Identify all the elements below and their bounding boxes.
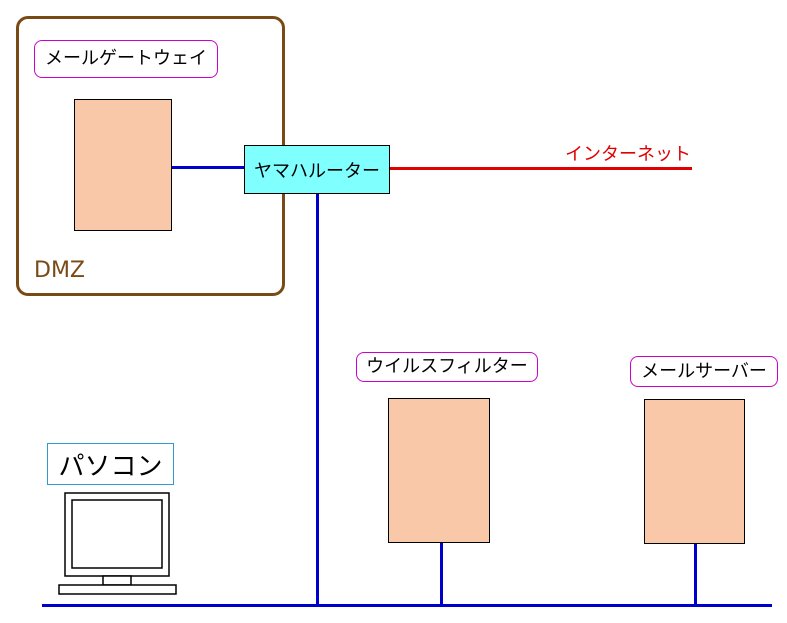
virus-filter-lan-link bbox=[440, 543, 443, 605]
internet-link bbox=[390, 167, 692, 170]
mail-server-label: メールサーバー bbox=[630, 356, 778, 387]
pc-label-text: パソコン bbox=[58, 451, 163, 482]
pc-label: パソコン bbox=[47, 443, 174, 485]
computer-icon bbox=[58, 492, 177, 595]
gateway-router-link bbox=[172, 166, 245, 169]
mail-server bbox=[644, 399, 745, 544]
monitor-screen bbox=[71, 499, 163, 569]
virus-filter-label: ウイルスフィルター bbox=[356, 352, 538, 382]
router-label: ヤマハルーター bbox=[254, 160, 380, 182]
yamaha-router: ヤマハルーター bbox=[244, 145, 390, 194]
mail-gateway-server bbox=[74, 99, 172, 231]
dmz-label: DMZ bbox=[34, 258, 85, 283]
mail-server-lan-link bbox=[694, 544, 697, 605]
keyboard-base bbox=[58, 584, 177, 595]
mail-gateway-label: メールゲートウェイ bbox=[34, 40, 218, 78]
lan-backbone bbox=[42, 604, 772, 607]
router-lan-link bbox=[316, 194, 319, 606]
internet-label: インターネット bbox=[565, 144, 691, 165]
virus-filter-server bbox=[388, 398, 490, 543]
monitor-stand bbox=[102, 575, 132, 586]
